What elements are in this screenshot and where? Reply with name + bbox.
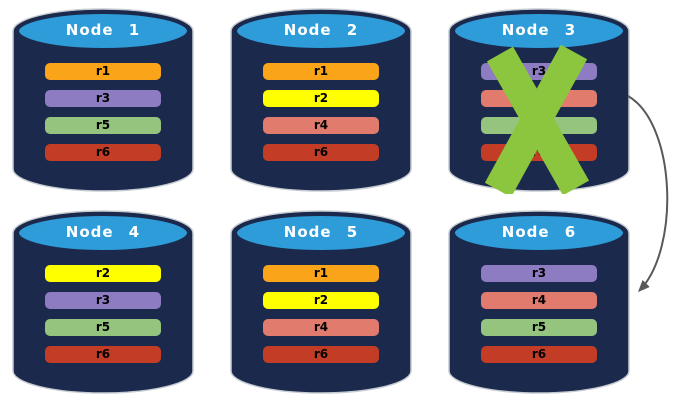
replica-bar: r6 <box>263 346 379 363</box>
replica-bar: r6 <box>481 144 597 161</box>
node-title: Node 2 <box>283 21 359 39</box>
replica-label: r4 <box>313 320 329 334</box>
replica-bar: r3 <box>481 265 597 282</box>
replica-label: r5 <box>95 118 111 132</box>
replica-bar: r2 <box>263 90 379 107</box>
node-6: Node 6 r3 r4 r5 r6 <box>448 210 630 396</box>
replica-label: r3 <box>531 64 547 78</box>
replica-bar: r4 <box>481 292 597 309</box>
replica-bar: r6 <box>263 144 379 161</box>
replica-list: r3 r4 r5 r6 <box>481 265 597 363</box>
replica-list: r3 r4 r5 r6 <box>481 63 597 161</box>
replica-label: r6 <box>313 145 329 159</box>
node-title: Node 4 <box>65 223 141 241</box>
replica-list: r1 r2 r4 r6 <box>263 63 379 161</box>
replica-label: r5 <box>531 118 547 132</box>
replica-bar: r2 <box>45 265 161 282</box>
replica-list: r1 r2 r4 r6 <box>263 265 379 363</box>
replica-bar: r5 <box>481 117 597 134</box>
replica-bar: r4 <box>263 117 379 134</box>
replica-list: r1 r3 r5 r6 <box>45 63 161 161</box>
replica-label: r5 <box>531 320 547 334</box>
replica-bar: r4 <box>481 90 597 107</box>
replica-label: r6 <box>95 145 111 159</box>
replica-bar: r6 <box>45 144 161 161</box>
replica-label: r6 <box>313 347 329 361</box>
replica-label: r2 <box>95 266 111 280</box>
replica-label: r6 <box>95 347 111 361</box>
node-4: Node 4 r2 r3 r5 r6 <box>12 210 194 396</box>
replica-label: r4 <box>531 293 547 307</box>
replica-label: r4 <box>313 118 329 132</box>
replica-label: r3 <box>95 293 111 307</box>
replica-bar: r1 <box>263 63 379 80</box>
node-5: Node 5 r1 r2 r4 r6 <box>230 210 412 396</box>
replica-bar: r4 <box>263 319 379 336</box>
replica-label: r3 <box>95 91 111 105</box>
replica-bar: r3 <box>45 292 161 309</box>
node-title: Node 6 <box>501 223 577 241</box>
node-1: Node 1 r1 r3 r5 r6 <box>12 8 194 194</box>
replica-label: r1 <box>95 64 111 78</box>
replica-label: r3 <box>531 266 547 280</box>
replica-label: r6 <box>531 347 547 361</box>
replica-label: r2 <box>313 293 329 307</box>
replica-bar: r5 <box>45 117 161 134</box>
replica-label: r1 <box>313 266 329 280</box>
replica-bar: r3 <box>45 90 161 107</box>
replica-bar: r1 <box>263 265 379 282</box>
node-2: Node 2 r1 r2 r4 r6 <box>230 8 412 194</box>
node-3: Node 3 r3 r4 r5 r6 <box>448 8 630 194</box>
node-title: Node 3 <box>501 21 577 39</box>
replica-bar: r5 <box>481 319 597 336</box>
replica-bar: r3 <box>481 63 597 80</box>
replica-label: r5 <box>95 320 111 334</box>
replica-bar: r5 <box>45 319 161 336</box>
replica-label: r2 <box>313 91 329 105</box>
replica-label: r4 <box>531 91 547 105</box>
node-title: Node 5 <box>283 223 359 241</box>
replica-bar: r6 <box>45 346 161 363</box>
replica-label: r6 <box>531 145 547 159</box>
node-title: Node 1 <box>65 21 141 39</box>
replica-bar: r1 <box>45 63 161 80</box>
replica-bar: r6 <box>481 346 597 363</box>
replica-list: r2 r3 r5 r6 <box>45 265 161 363</box>
replica-label: r1 <box>313 64 329 78</box>
replica-bar: r2 <box>263 292 379 309</box>
